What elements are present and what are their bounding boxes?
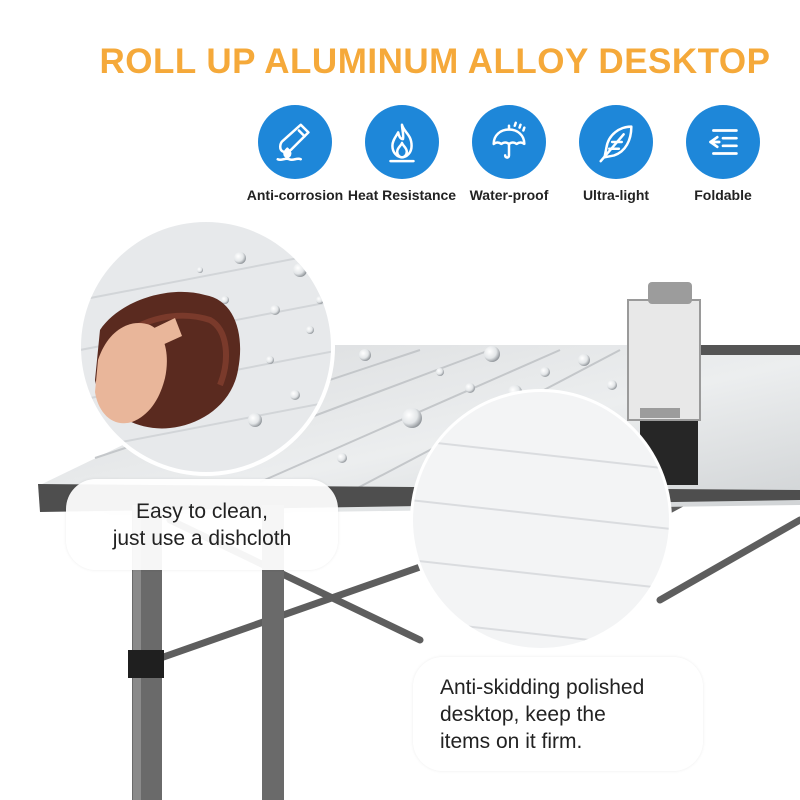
feature-water-proof: Water-proof (454, 105, 564, 203)
feature-label: Heat Resistance (347, 187, 457, 203)
feature-icon-row: Anti-corrosion Heat Resistance (240, 105, 780, 205)
feature-label: Foldable (694, 187, 752, 203)
feature-heat-resistance: Heat Resistance (347, 105, 457, 203)
page-title: ROLL UP ALUMINUM ALLOY DESKTOP (99, 42, 771, 81)
callout-text: Easy to clean, just use a dishcloth (113, 498, 292, 552)
callout-line: items on it firm. (440, 729, 583, 753)
callout-line: Easy to clean, (136, 499, 268, 523)
callout-anti-skidding: Anti-skidding polished desktop, keep the… (413, 657, 703, 771)
callout-easy-to-clean: Easy to clean, just use a dishcloth (66, 479, 338, 570)
feature-label: Water-proof (469, 187, 549, 203)
fold-arrows-icon (686, 105, 760, 179)
feature-label: Anti-corrosion (246, 187, 344, 203)
umbrella-rain-icon (472, 105, 546, 179)
feature-label: Ultra-light (582, 187, 650, 203)
feature-ultra-light: Ultra-light (561, 105, 671, 203)
feature-anti-corrosion: Anti-corrosion (240, 105, 350, 203)
callout-line: Anti-skidding polished (440, 675, 645, 699)
flame-icon (365, 105, 439, 179)
callout-line: just use a dishcloth (112, 526, 292, 550)
test-tube-drip-icon (258, 105, 332, 179)
callout-text: Anti-skidding polished desktop, keep the… (440, 674, 644, 755)
callout-line: desktop, keep the (440, 702, 606, 726)
feather-icon (579, 105, 653, 179)
feature-foldable: Foldable (668, 105, 778, 203)
